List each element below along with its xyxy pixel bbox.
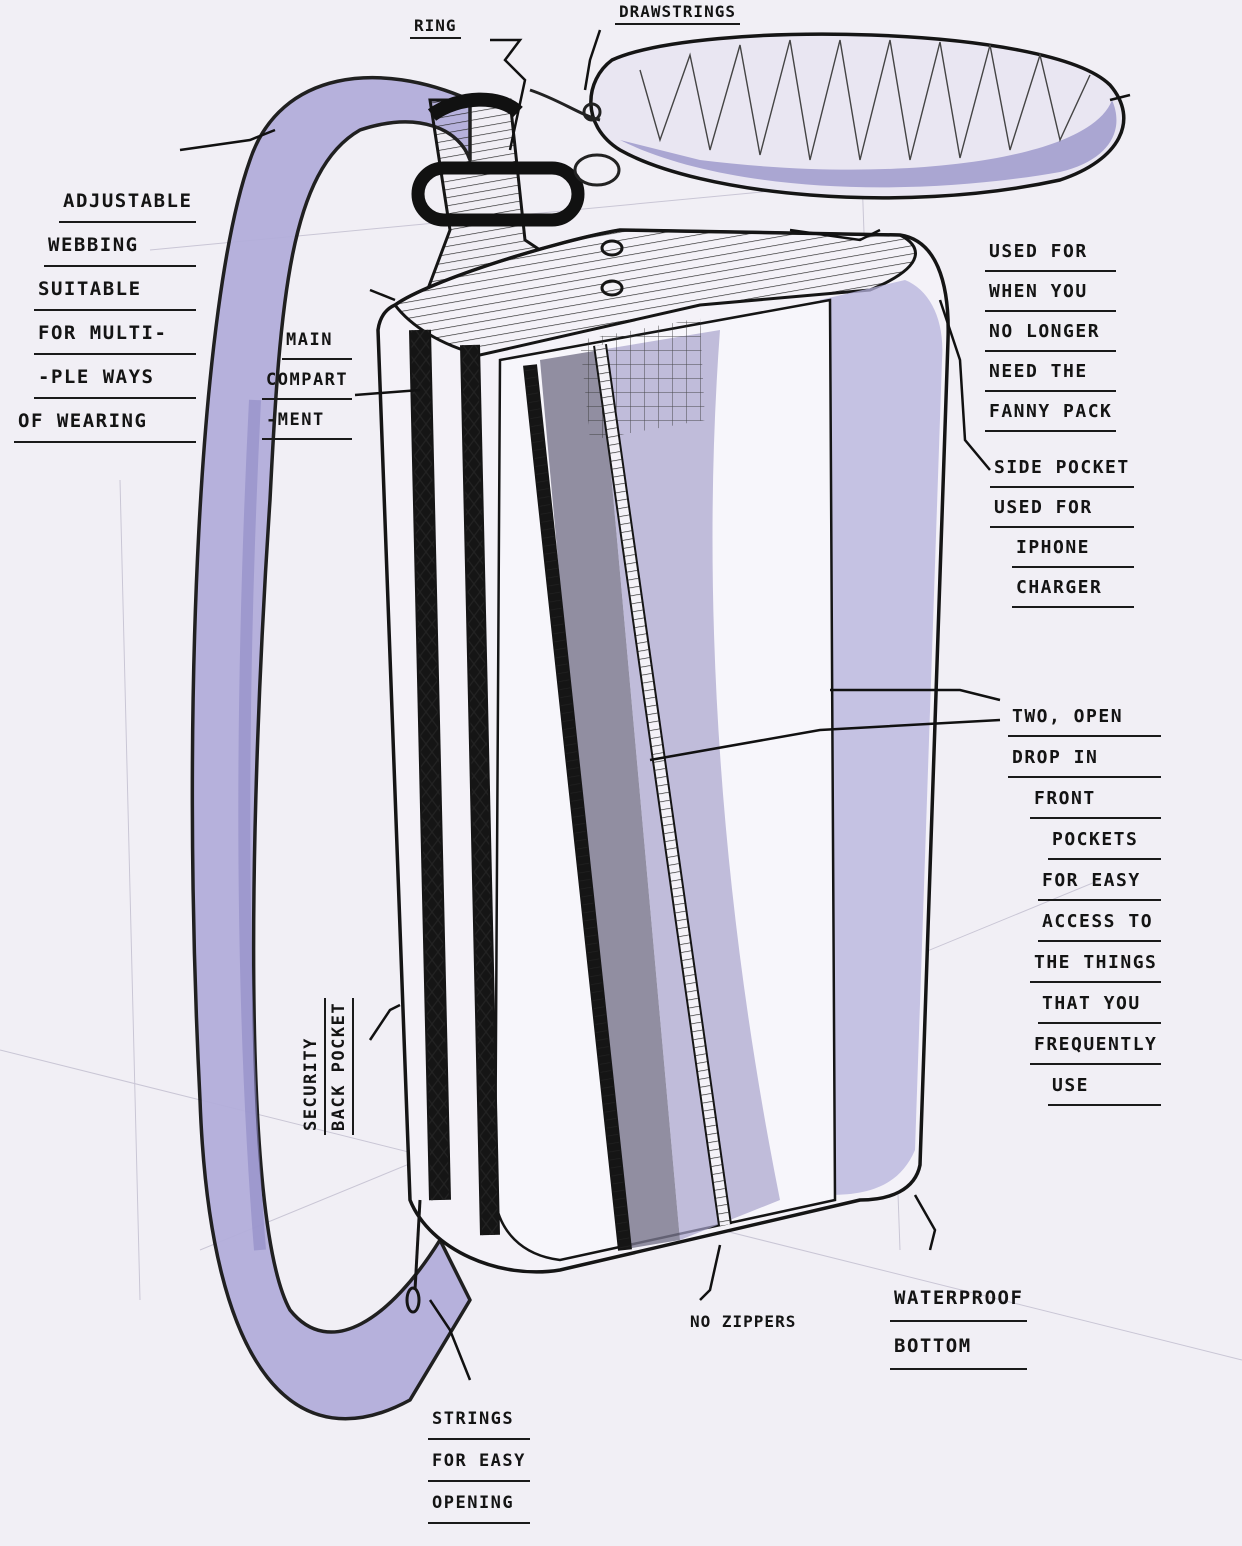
fanny-line-4: NEED THE [985, 356, 1117, 392]
label-security-back-pocket: SECURITY BACK POCKET [298, 997, 354, 1135]
fanny-line-3: NO LONGER [985, 316, 1117, 352]
front-line-10: USE [1048, 1069, 1162, 1106]
label-drawstrings: DRAWSTRINGS [615, 2, 740, 25]
waterproof-line-2: BOTTOM [890, 1326, 1028, 1370]
webbing-line-1: ADJUSTABLE [59, 183, 197, 223]
waterproof-line-1: WATERPROOF [890, 1278, 1028, 1322]
front-line-3: FRONT [1030, 782, 1162, 819]
label-front-pockets: TWO, OPEN DROP IN FRONT POCKETS FOR EASY… [1008, 700, 1162, 1106]
drawstring-pouch [529, 32, 1126, 200]
main-line-1: MAIN [282, 324, 353, 360]
label-fanny-pack: USED FOR WHEN YOU NO LONGER NEED THE FAN… [985, 236, 1117, 432]
leader-lines [179, 29, 1131, 1381]
strings-line-3: OPENING [428, 1486, 530, 1524]
label-strings-opening: STRINGS FOR EASY OPENING [428, 1402, 530, 1524]
front-line-2: DROP IN [1008, 741, 1162, 778]
side-line-4: CHARGER [1012, 572, 1134, 608]
webbing-line-6: OF WEARING [14, 403, 197, 443]
label-adjustable-webbing: ADJUSTABLE WEBBING SUITABLE FOR MULTI- -… [14, 183, 197, 443]
front-line-4: POCKETS [1048, 823, 1162, 860]
front-line-6: ACCESS TO [1038, 905, 1162, 942]
webbing-line-2: WEBBING [44, 227, 197, 267]
security-line-2: BACK POCKET [326, 997, 354, 1135]
strings-line-2: FOR EASY [428, 1444, 530, 1482]
side-line-2: USED FOR [990, 492, 1134, 528]
label-ring: RING [410, 16, 461, 39]
webbing-line-4: FOR MULTI- [34, 315, 197, 355]
label-no-zippers: NO ZIPPERS [690, 1312, 797, 1331]
fanny-line-1: USED FOR [985, 236, 1117, 272]
front-line-5: FOR EASY [1038, 864, 1162, 901]
front-line-8: THAT YOU [1038, 987, 1162, 1024]
label-main-compartment: MAIN COMPART -MENT [262, 324, 353, 440]
security-line-1: SECURITY [298, 997, 326, 1135]
fanny-line-2: WHEN YOU [985, 276, 1117, 312]
front-line-7: THE THINGS [1030, 946, 1162, 983]
fanny-line-5: FANNY PACK [985, 396, 1117, 432]
label-waterproof-bottom: WATERPROOF BOTTOM [890, 1278, 1028, 1370]
main-line-3: -MENT [262, 404, 353, 440]
backpack-body [376, 228, 950, 1314]
webbing-line-5: -PLE WAYS [34, 359, 197, 399]
strings-line-1: STRINGS [428, 1402, 530, 1440]
front-line-1: TWO, OPEN [1008, 700, 1162, 737]
ring-neck [411, 92, 621, 312]
side-line-1: SIDE POCKET [990, 452, 1134, 488]
label-side-pocket: SIDE POCKET USED FOR IPHONE CHARGER [990, 452, 1134, 608]
side-line-3: IPHONE [1012, 532, 1134, 568]
main-line-2: COMPART [262, 364, 353, 400]
front-line-9: FREQUENTLY [1030, 1028, 1162, 1065]
webbing-line-3: SUITABLE [34, 271, 197, 311]
